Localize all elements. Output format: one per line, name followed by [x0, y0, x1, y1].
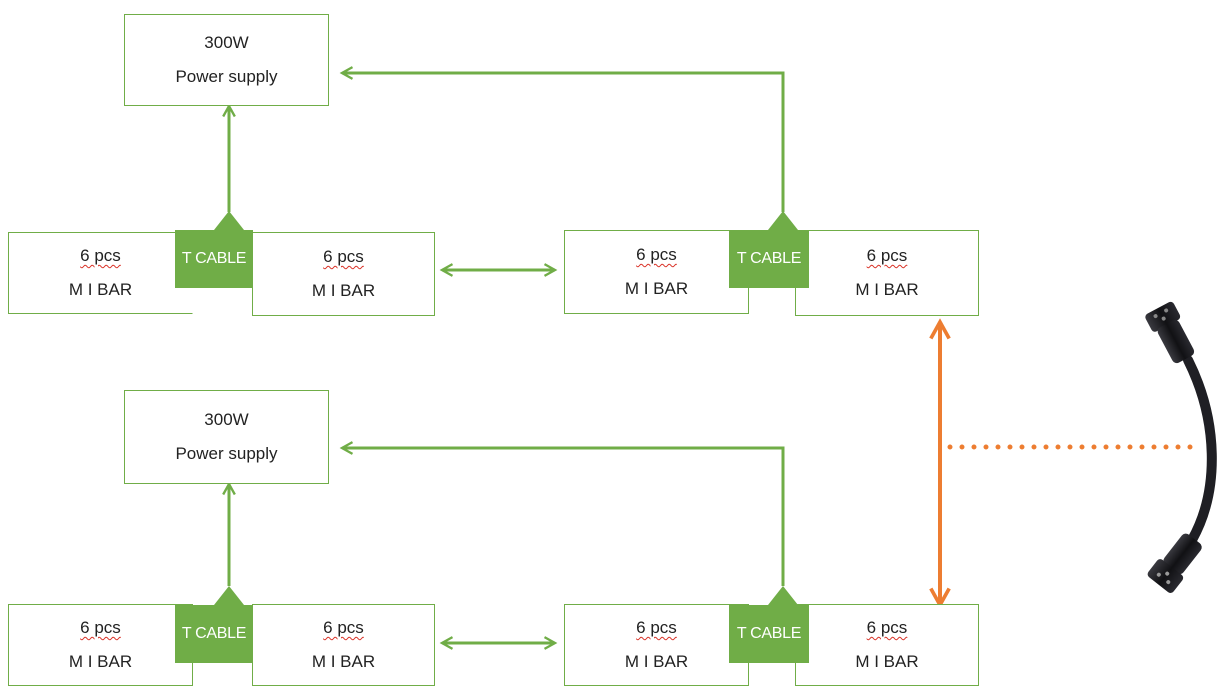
power-supply-label: Power supply — [175, 67, 278, 86]
return-to-psu-arrow — [342, 73, 785, 212]
mibar-count: 6 pcs — [866, 618, 908, 637]
mibar-count: 6 pcs — [636, 245, 677, 264]
power-rating: 300W — [204, 410, 249, 429]
mibar-box: 6 pcs M I BAR — [564, 230, 749, 314]
mibar-count: 6 pcs — [323, 618, 364, 637]
mibar-box: 6 pcs M I BAR — [795, 230, 979, 316]
extension-cable-icon — [1145, 301, 1217, 593]
power-supply-label: Power supply — [175, 444, 278, 463]
t-cable-block: T CABLE — [729, 230, 809, 288]
mibar-box: 6 pcs M I BAR — [252, 232, 435, 316]
mibar-label: M I BAR — [68, 652, 133, 671]
tcable-up-arrowhead — [214, 211, 244, 230]
mibar-count: 6 pcs — [866, 246, 908, 265]
mibar-count: 6 pcs — [80, 246, 121, 265]
t-cable-block: T CABLE — [175, 230, 253, 288]
mibar-label: M I BAR — [311, 652, 376, 671]
mibar-count: 6 pcs — [80, 618, 121, 637]
mibar-count: 6 pcs — [323, 247, 364, 266]
tcable-up-arrowhead — [214, 586, 244, 605]
mibar-label: M I BAR — [624, 279, 689, 298]
mibar-label: M I BAR — [68, 280, 133, 299]
mibar-box: 6 pcs M I BAR — [8, 604, 193, 686]
return-to-psu-arrow — [342, 448, 785, 586]
t-cable-block: T CABLE — [175, 605, 253, 663]
mibar-box: 6 pcs M I BAR — [252, 604, 435, 686]
mibar-box: 6 pcs M I BAR — [795, 604, 979, 686]
mibar-label: M I BAR — [855, 280, 919, 299]
t-cable-block: T CABLE — [729, 605, 809, 663]
mibar-label: M I BAR — [855, 652, 919, 671]
power-supply-box: 300W Power supply — [124, 14, 329, 106]
mibar-label: M I BAR — [624, 652, 689, 671]
mibar-count: 6 pcs — [636, 618, 677, 637]
mibar-box: 6 pcs M I BAR — [8, 232, 193, 314]
tcable-up-arrowhead — [768, 586, 798, 605]
mibar-label: M I BAR — [311, 281, 376, 300]
power-supply-box: 300W Power supply — [124, 390, 329, 484]
mibar-box: 6 pcs M I BAR — [564, 604, 749, 686]
power-rating: 300W — [204, 33, 249, 52]
tcable-up-arrowhead — [768, 211, 798, 230]
